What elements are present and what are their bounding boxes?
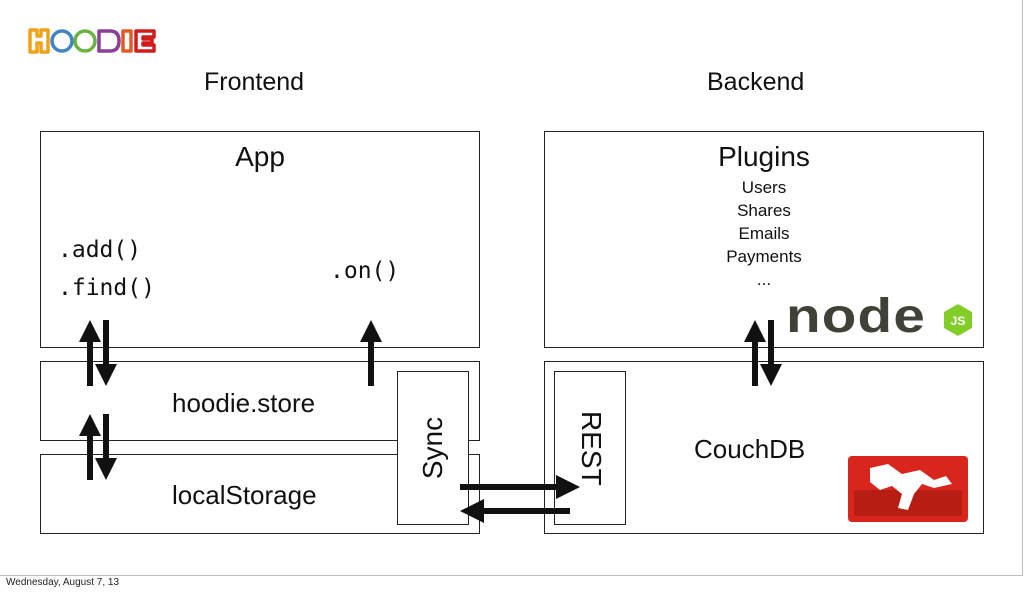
- plugins-title: Plugins: [718, 141, 810, 172]
- node-logo-text: node: [786, 290, 926, 338]
- plugins-box: [544, 131, 984, 348]
- js-badge-text: JS: [951, 314, 966, 328]
- couchdb-label: CouchDB: [694, 434, 806, 464]
- plugin-item: Shares: [737, 201, 791, 220]
- method-on: .on(): [330, 258, 400, 284]
- rest-box: [554, 371, 626, 525]
- plugin-item: ...: [756, 270, 772, 289]
- plugins-list: Users Shares Emails Payments ...: [664, 176, 864, 291]
- nodejs-logo: node JS: [786, 290, 972, 338]
- hoodie-store-label: hoodie.store: [172, 388, 316, 418]
- slide: Frontend Backend App .add() .find() .on(…: [0, 0, 1023, 576]
- app-title: App: [235, 141, 285, 172]
- backend-heading: Backend: [707, 68, 805, 96]
- frontend-heading: Frontend: [204, 68, 305, 96]
- plugin-item: Emails: [738, 224, 790, 243]
- plugin-item: Payments: [726, 247, 802, 266]
- method-add: .add(): [58, 237, 142, 263]
- local-storage-label: localStorage: [172, 480, 317, 510]
- app-box: [40, 131, 480, 348]
- sync-box: [397, 371, 469, 525]
- hoodie-logo: [28, 28, 156, 54]
- method-find: .find(): [58, 275, 155, 301]
- plugin-item: Users: [741, 178, 787, 197]
- footer-date: Wednesday, August 7, 13: [6, 577, 120, 588]
- arrows-layer: [79, 320, 782, 523]
- couchdb-logo: [848, 456, 968, 522]
